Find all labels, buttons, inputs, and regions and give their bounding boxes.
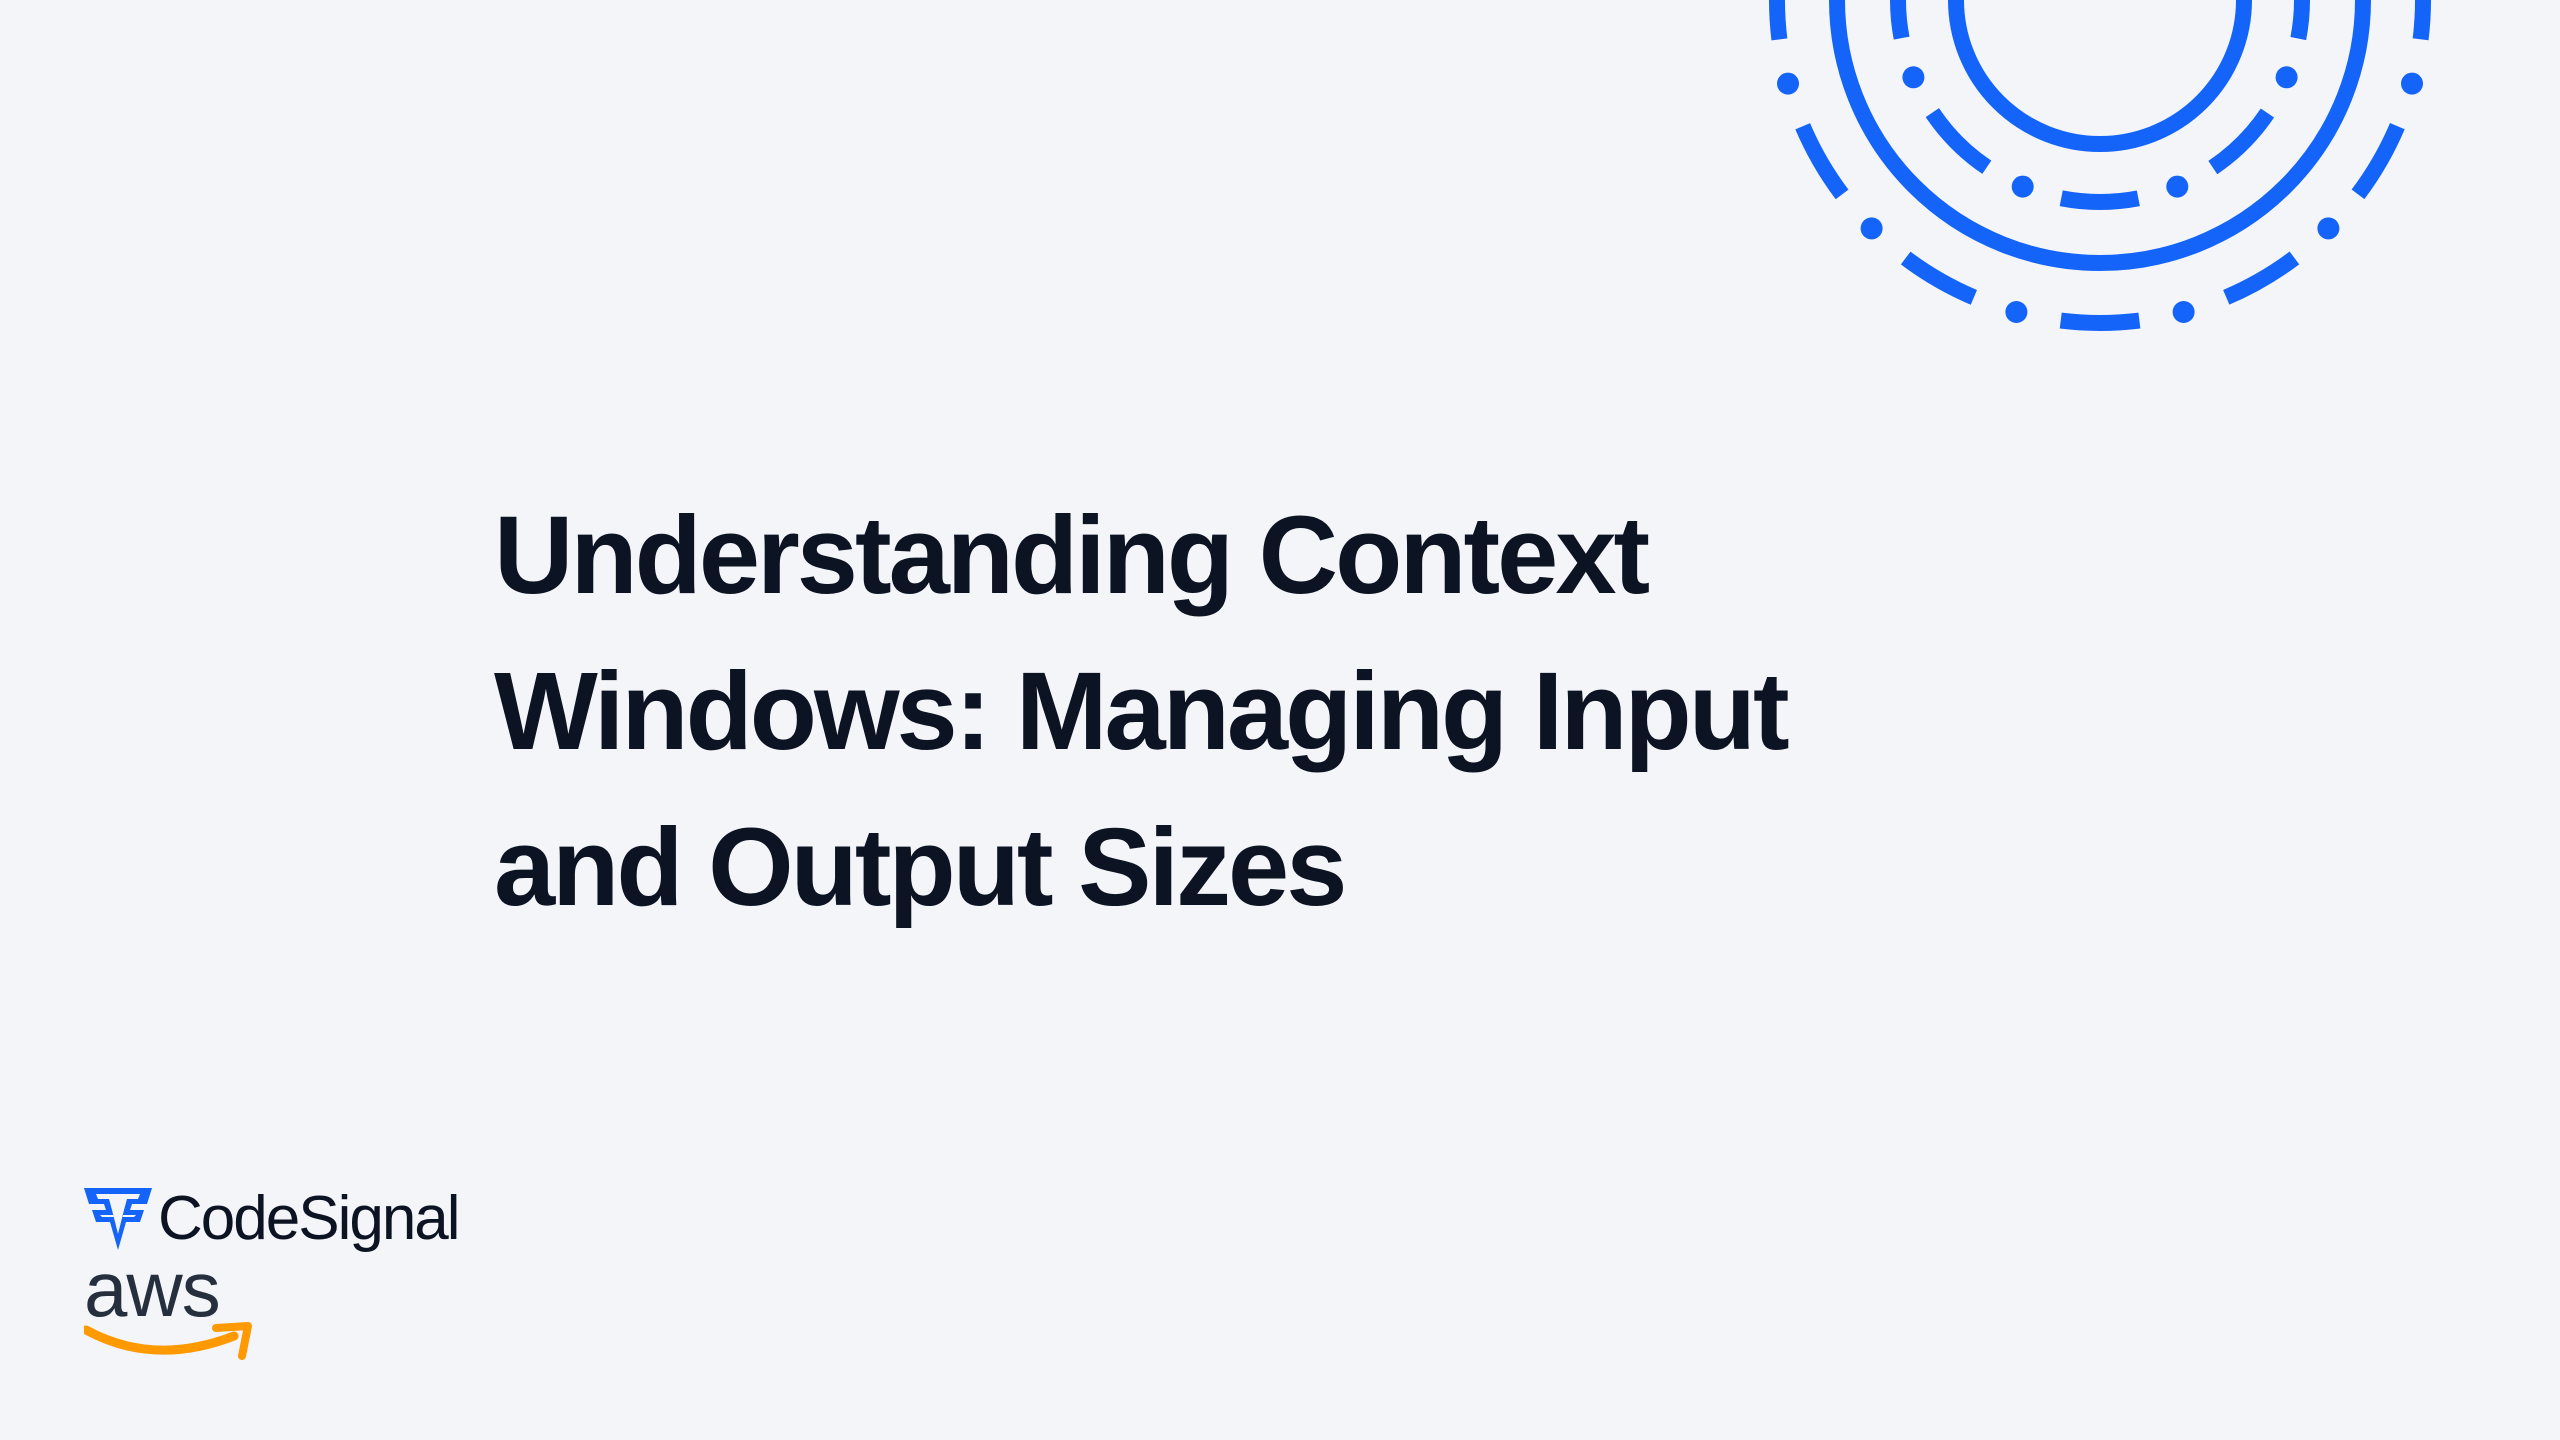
- amazon-smile-icon: [84, 1322, 252, 1360]
- codesignal-logo: CodeSignal: [82, 1184, 461, 1253]
- ring-dashed-outer: [1769, 0, 2431, 331]
- ring-dots: [1777, 66, 2423, 323]
- title-line-3: and Output Sizes: [494, 806, 1347, 929]
- aws-wordmark: aws: [84, 1245, 221, 1333]
- ring-solid-inner: [1948, 0, 2252, 152]
- aws-logo: aws: [84, 1250, 264, 1370]
- page-title: Understanding Context Windows: Managing …: [494, 478, 1994, 946]
- title-line-2: Windows: Managing Input: [494, 650, 1790, 773]
- codesignal-wordmark: CodeSignal: [158, 1184, 461, 1253]
- ring-solid-outer: [1829, 0, 2371, 271]
- concentric-rings-decoration: [1769, 0, 2431, 331]
- title-line-1: Understanding Context: [494, 494, 1650, 617]
- ring-dashed-inner: [1890, 0, 2310, 210]
- codesignal-logo-icon: [84, 1188, 152, 1250]
